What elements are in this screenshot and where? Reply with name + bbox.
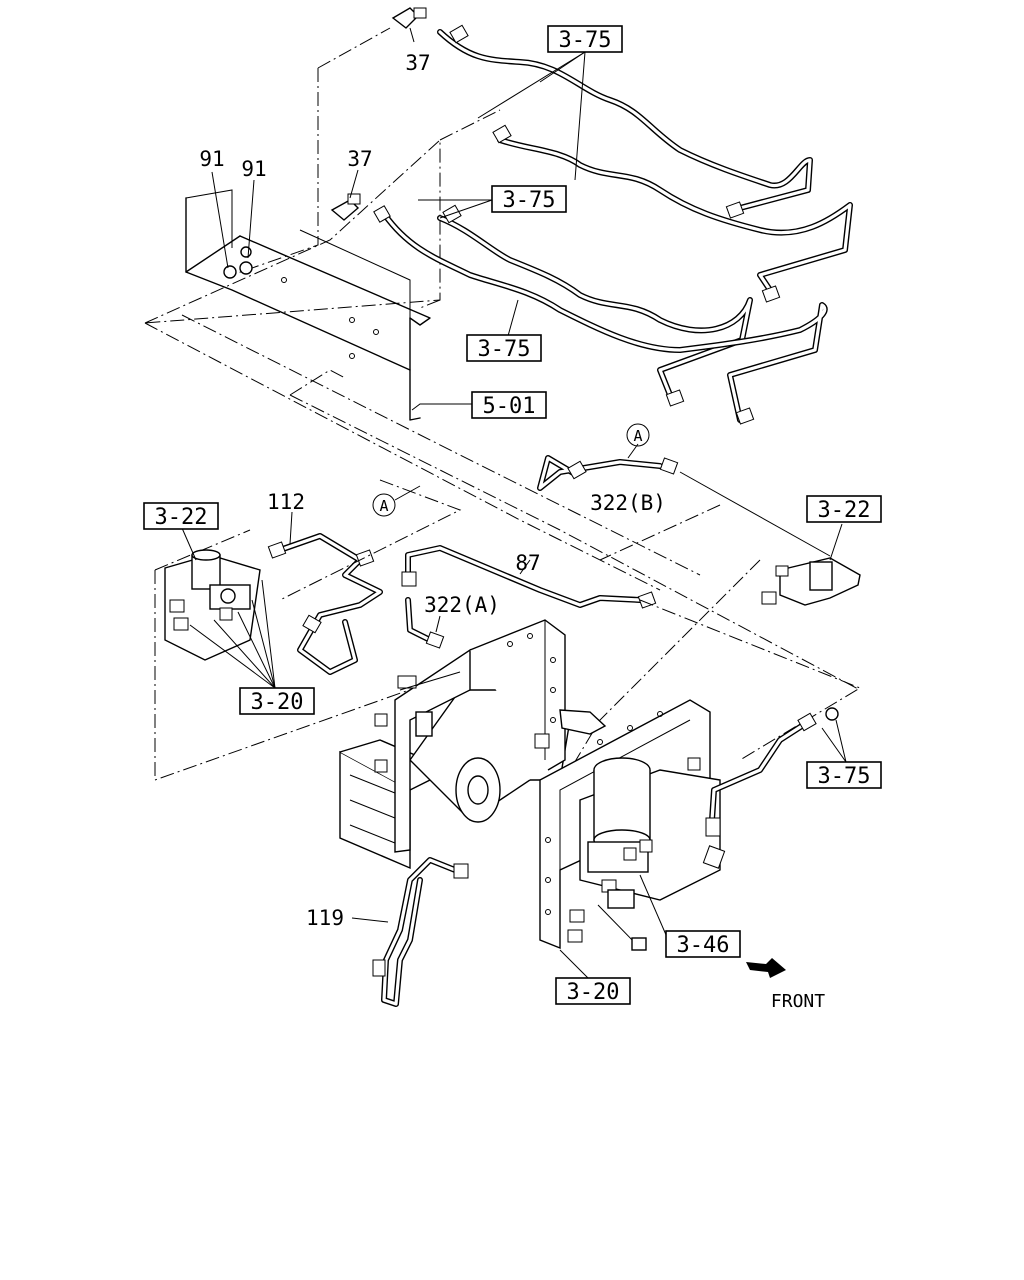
callout-5-01: 5-01: [471, 391, 547, 419]
svg-text:A: A: [379, 497, 388, 515]
svg-text:A: A: [633, 427, 642, 445]
pipe-322b: [537, 443, 831, 557]
callout-3-22-left: 3-22: [143, 502, 219, 530]
svg-text:3-22: 3-22: [155, 505, 208, 530]
callout-3-46: 3-46: [665, 930, 741, 958]
part-number-91-a: 91: [199, 147, 224, 171]
svg-text:3-20: 3-20: [567, 980, 620, 1005]
front-label: FRONT: [771, 991, 825, 1012]
part-number-119: 119: [306, 906, 344, 930]
valve-3-22-left: [164, 527, 276, 689]
marker-a-left: A: [372, 485, 421, 517]
svg-text:3-75: 3-75: [559, 28, 612, 53]
svg-text:3-75: 3-75: [503, 188, 556, 213]
pipe-nut-group: [373, 24, 781, 425]
front-direction-indicator: FRONT: [746, 958, 825, 1012]
front-arrow-icon: [746, 958, 786, 978]
pipe-bundle-3-75: [373, 24, 853, 425]
svg-text:5-01: 5-01: [483, 394, 536, 419]
callout-3-20-bottom: 3-20: [555, 977, 631, 1005]
part-number-87: 87: [515, 551, 540, 575]
part-number-322a: 322(A): [424, 593, 500, 617]
part-number-37-top: 37: [405, 51, 430, 75]
fitting-37-mid: [330, 193, 361, 221]
svg-text:3-22: 3-22: [818, 498, 871, 523]
valve-3-22-right: [761, 523, 861, 606]
leader-lines-upper: [211, 27, 586, 411]
callout-3-75-top: 3-75: [547, 25, 623, 53]
svg-text:3-46: 3-46: [677, 933, 730, 958]
part-number-322b: 322(B): [590, 491, 666, 515]
callout-3-75-low: 3-75: [466, 334, 542, 362]
upper-frame-assembly: [144, 27, 861, 691]
part-number-91-b: 91: [241, 157, 266, 181]
pipe-112: [267, 511, 383, 675]
callout-3-22-right: 3-22: [806, 495, 882, 523]
lower-main-assembly: [339, 619, 847, 1007]
svg-text:3-20: 3-20: [251, 690, 304, 715]
callout-3-20-left: 3-20: [239, 687, 315, 715]
svg-text:3-75: 3-75: [818, 764, 871, 789]
part-number-37-mid: 37: [347, 147, 372, 171]
svg-text:3-75: 3-75: [478, 337, 531, 362]
nut-91-pair: [223, 246, 253, 279]
fitting-37-top: [391, 7, 427, 29]
marker-a-top: A: [626, 423, 650, 447]
callout-3-75-mid: 3-75: [491, 185, 567, 213]
part-number-112: 112: [267, 490, 305, 514]
callout-3-75-right: 3-75: [806, 761, 882, 789]
pipe-322a: [401, 545, 657, 649]
